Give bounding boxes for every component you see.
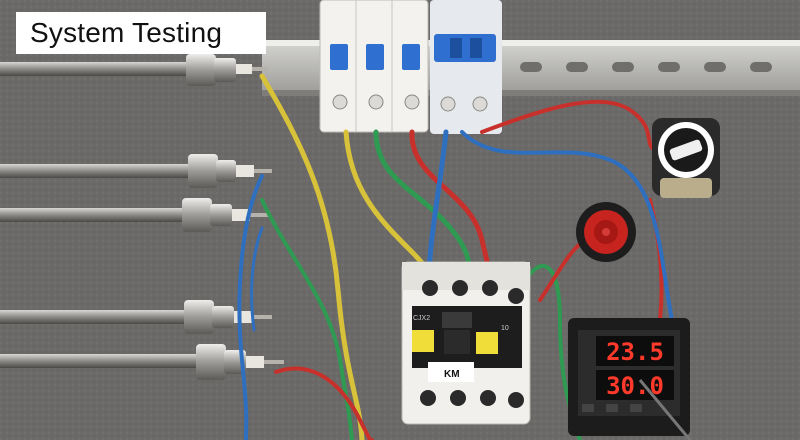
heating-rod-2 (0, 154, 272, 188)
pv-display: 23.5 (606, 338, 664, 366)
contactor-rating-label: 10 (501, 325, 509, 332)
circuit-breaker (319, 0, 429, 133)
contactor-km-label: KM (444, 369, 460, 380)
heating-rod-4 (0, 300, 272, 334)
heating-rod-3 (0, 198, 270, 232)
temperature-controller-icon: 23.5 30.0 (568, 318, 692, 440)
buzzer-icon (576, 202, 636, 262)
residual-current-breaker (430, 0, 502, 134)
contactor-model-label: CJX2 (413, 315, 430, 322)
heating-rod-1 (0, 54, 268, 86)
caption-system-testing: System Testing (16, 12, 266, 54)
selector-switch-icon (652, 118, 720, 198)
sv-display: 30.0 (606, 372, 664, 400)
contactor: CJX2 10 KM (401, 261, 531, 425)
